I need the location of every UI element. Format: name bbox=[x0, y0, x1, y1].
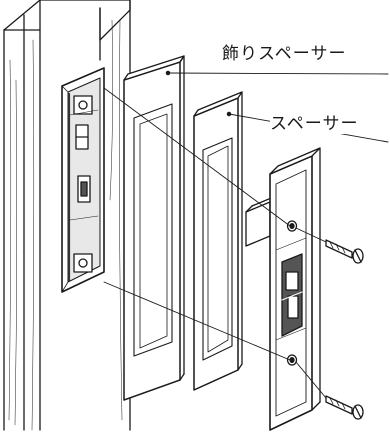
screw-lower bbox=[325, 395, 364, 420]
assembly-guide-lines bbox=[103, 87, 327, 399]
spacer-part bbox=[193, 91, 243, 391]
screw-upper bbox=[325, 239, 364, 264]
decorative-spacer-part bbox=[123, 55, 185, 401]
spacer-label: スペーサー bbox=[270, 114, 359, 134]
door-mortise-recess bbox=[61, 67, 105, 293]
decorative-spacer-label: 飾りスペーサー bbox=[222, 44, 347, 64]
lock-faceplate-part bbox=[269, 147, 321, 431]
